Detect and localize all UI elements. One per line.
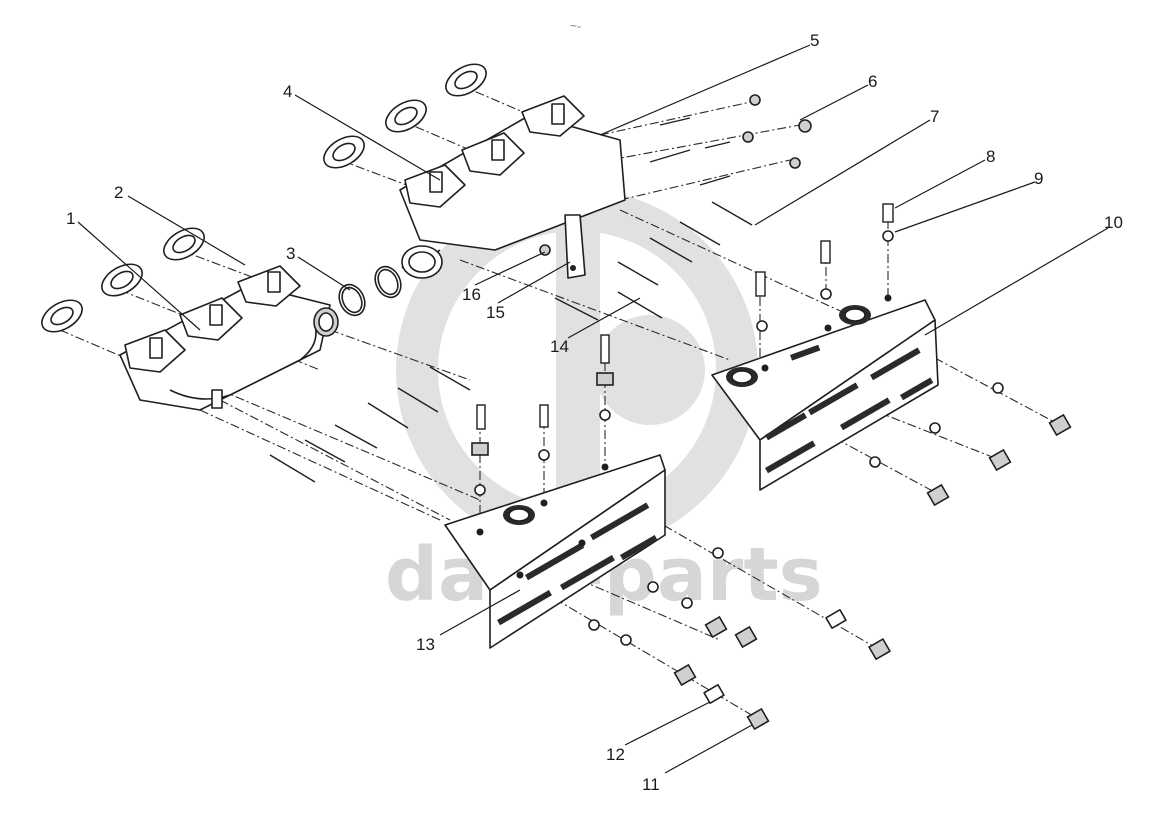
callout-10: 10 (1104, 213, 1123, 232)
callout-4: 4 (283, 82, 292, 101)
vertical-bolts-right (755, 203, 894, 332)
callout-14: 14 (550, 337, 569, 356)
callout-15: 15 (486, 303, 505, 322)
leader-lines (77, 44, 1109, 774)
callout-11: 11 (642, 775, 660, 794)
callout-labels: 1 2 3 4 5 6 7 8 9 10 11 12 13 14 15 16 (66, 31, 1123, 794)
nut-16 (539, 244, 551, 256)
callout-12: 12 (606, 745, 625, 764)
heat-shield-left (444, 454, 666, 649)
callout-7: 7 (930, 107, 939, 126)
manifold-bolts-rear (554, 201, 753, 321)
side-fasteners-right (869, 382, 1072, 507)
callout-2: 2 (114, 183, 123, 202)
exhaust-manifold-front (119, 265, 339, 411)
stray-mark: ~- (570, 19, 581, 33)
callout-13: 13 (416, 635, 435, 654)
callout-16: 16 (462, 285, 481, 304)
gasket-set-rear (323, 63, 487, 169)
callout-1: 1 (66, 209, 75, 228)
exhaust-manifold-rear (399, 95, 626, 279)
heat-shield-right (711, 294, 939, 491)
callout-8: 8 (986, 147, 995, 166)
sealing-rings (338, 265, 402, 317)
side-fasteners-left (588, 547, 892, 731)
callout-6: 6 (868, 72, 877, 91)
vertical-bolts-left (471, 334, 614, 496)
callout-9: 9 (1034, 169, 1043, 188)
callout-3: 3 (286, 244, 295, 263)
callout-5: 5 (810, 31, 819, 50)
studs-and-nuts (649, 94, 812, 186)
manifold-bolts-front (269, 366, 471, 483)
gasket-set-front (41, 227, 205, 333)
